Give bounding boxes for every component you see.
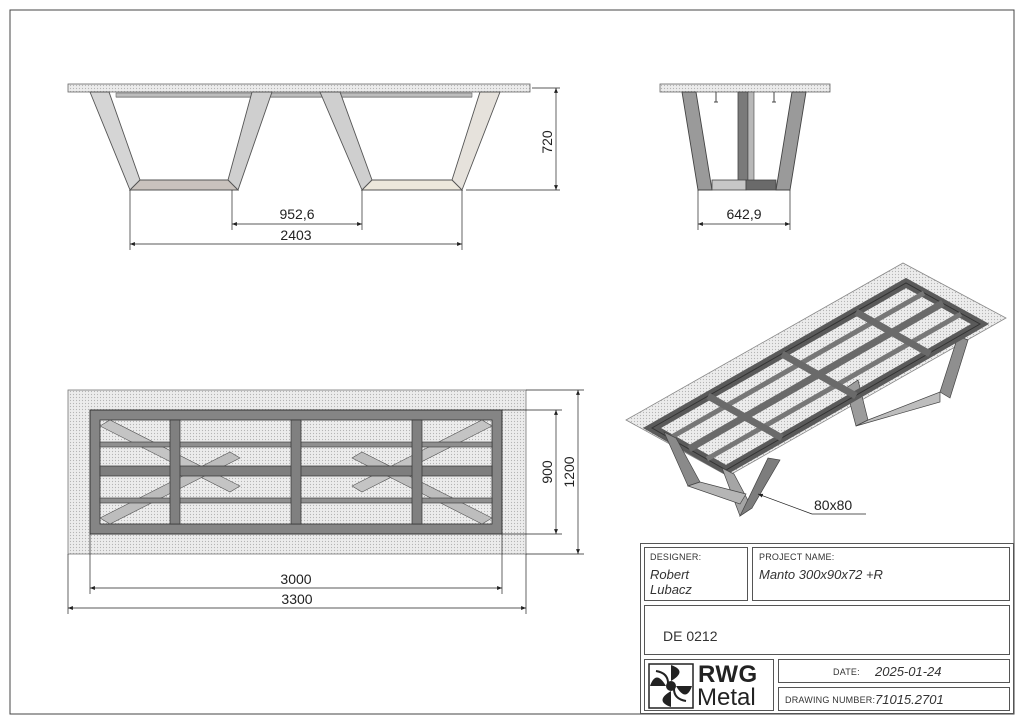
iso-left-leg-c xyxy=(739,457,781,518)
iso-frame-rim-edge xyxy=(650,282,982,471)
front-right-leg-bottom xyxy=(360,179,464,191)
iso-left-leg-d xyxy=(686,481,747,505)
side-bracket-right xyxy=(772,92,776,103)
logo-cell: RWG Metal xyxy=(644,659,774,711)
front-rail-bar xyxy=(115,92,473,98)
side-right-leg xyxy=(775,91,807,191)
top-dimensions xyxy=(67,389,584,614)
iso-cross-bar-3 xyxy=(854,308,932,358)
side-bottom-left xyxy=(711,179,747,191)
profile-size-label: 80x80 xyxy=(814,497,852,513)
front-right-leg-outer xyxy=(451,91,501,191)
front-view xyxy=(67,83,531,191)
designer-label: DESIGNER: xyxy=(650,552,702,562)
drawing-number-value: 71015.2701 xyxy=(875,692,944,707)
top-cross-bar-3 xyxy=(411,419,423,525)
top-cross-bar-1 xyxy=(169,419,181,525)
date-cell: DATE: 2025-01-24 xyxy=(778,659,1010,683)
iso-cross-bar-2 xyxy=(780,350,858,400)
front-left-leg-outer xyxy=(89,91,141,191)
front-span-label: 2403 xyxy=(280,227,311,243)
date-label: DATE: xyxy=(833,667,860,677)
top-inner-length-label: 3000 xyxy=(280,571,311,587)
project-label: PROJECT NAME: xyxy=(759,552,835,562)
front-right-leg-inner xyxy=(319,91,373,191)
front-inner-label: 952,6 xyxy=(279,206,314,222)
iso-cross-bar-1 xyxy=(706,392,784,442)
logo-text-top: RWG xyxy=(698,661,758,688)
designer-name-line2: Lubacz xyxy=(650,582,692,597)
side-left-leg xyxy=(681,91,713,191)
designer-name-line1: Robert xyxy=(650,567,690,582)
front-left-leg-bottom xyxy=(128,179,240,191)
title-block-frame xyxy=(640,543,1014,714)
drawing-number-cell: DRAWING NUMBER: 71015.2701 xyxy=(778,687,1010,711)
top-inner-width-label: 900 xyxy=(539,460,555,484)
side-bracket-left xyxy=(714,92,718,103)
drawing-number-label: DRAWING NUMBER: xyxy=(785,695,876,705)
side-center-post-right xyxy=(747,91,755,183)
designer-cell: DESIGNER: Robert Lubacz xyxy=(644,547,748,601)
profile-callout xyxy=(757,493,866,515)
front-left-leg-inner xyxy=(227,91,273,191)
drawing-code: DE 0212 xyxy=(663,628,718,644)
side-width-label: 642,9 xyxy=(726,206,761,222)
project-cell: PROJECT NAME: Manto 300x90x72 +R xyxy=(752,547,1010,601)
side-tabletop xyxy=(659,83,831,93)
iso-right-leg-c xyxy=(939,335,969,399)
side-center-post-left xyxy=(737,91,749,183)
top-outer-width-label: 1200 xyxy=(561,456,577,487)
project-name: Manto 300x90x72 +R xyxy=(759,567,883,582)
sheet-border xyxy=(9,9,1015,715)
iso-right-leg-b xyxy=(855,391,941,427)
side-dimensions xyxy=(697,190,791,230)
top-outer-length-label: 3300 xyxy=(281,591,312,607)
date-value: 2025-01-24 xyxy=(875,664,942,679)
logo-text-bottom: Metal xyxy=(697,684,756,711)
front-tabletop xyxy=(67,83,531,93)
side-view xyxy=(659,83,831,191)
front-height-label: 720 xyxy=(539,130,555,154)
drawing-code-cell: DE 0212 xyxy=(644,605,1010,655)
rwg-logo-icon xyxy=(648,663,694,709)
front-dimensions xyxy=(129,87,560,250)
top-cross-bar-2 xyxy=(290,419,302,525)
top-view xyxy=(67,389,527,555)
side-bottom-right xyxy=(745,179,777,191)
isometric-view xyxy=(625,262,1007,518)
